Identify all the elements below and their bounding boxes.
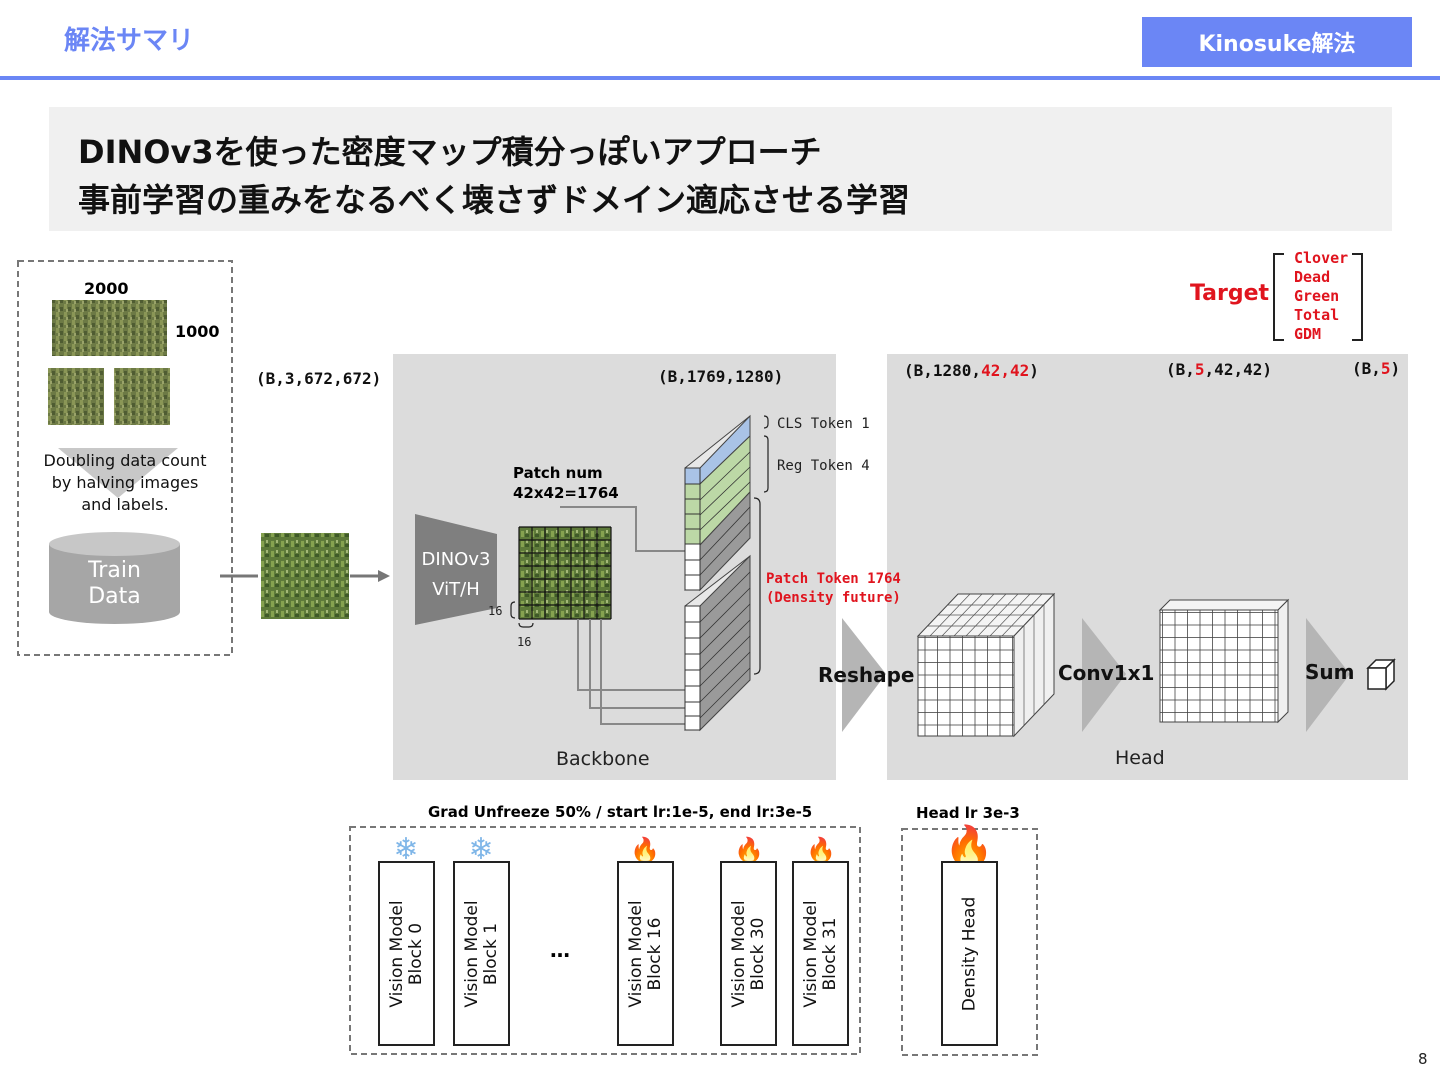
snowflake-icon: ❄ <box>393 832 419 867</box>
head-panel-label: Head <box>1115 747 1165 769</box>
reshape-label: Reshape <box>818 663 915 687</box>
dinov3-encoder <box>415 514 497 625</box>
target-item: Clover <box>1294 249 1349 267</box>
feature-cube <box>917 635 1015 737</box>
patch-size-vertical: 16 <box>488 604 503 618</box>
patch-num-label: Patch num 42x42=1764 <box>513 464 619 502</box>
snowflake-icon: ❄ <box>468 832 494 867</box>
target-list: Clover Dead Green Total GDM <box>1294 249 1348 344</box>
summary-line-1: DINOv3を使った密度マップ積分っぽいアプローチ <box>78 133 822 171</box>
sum-output-cube <box>1367 667 1387 690</box>
target-item: Total <box>1294 306 1340 324</box>
target-item: Dead <box>1294 268 1331 286</box>
patch-grid <box>519 527 611 619</box>
patch-token-label: Patch Token 1764 (Density future) <box>766 571 901 606</box>
split-arrow <box>58 448 178 498</box>
full-image <box>52 300 167 356</box>
header-divider <box>0 76 1440 80</box>
backbone-panel-label: Backbone <box>556 748 650 770</box>
target-label: Target <box>1190 281 1270 306</box>
target-item: GDM <box>1294 325 1322 343</box>
image-width-label: 2000 <box>84 279 129 298</box>
fire-icon: 🔥 <box>734 836 764 864</box>
density-map-cube <box>1159 609 1279 723</box>
reg-token-label: Reg Token 4 <box>777 458 870 474</box>
input-crop <box>261 533 349 619</box>
summary-line-2: 事前学習の重みをなるべく壊さずドメイン適応させる学習 <box>78 181 911 219</box>
image-height-label: 1000 <box>175 322 220 341</box>
sum-output-shape: (B,5) <box>1352 359 1401 378</box>
half-image-right <box>114 368 170 425</box>
dinov3-label: DINOv3 ViT/H <box>421 549 491 600</box>
fire-icon: 🔥 <box>806 836 836 864</box>
augmentation-caption: Doubling data count by halving images an… <box>43 451 207 514</box>
density-head-block: Density Head <box>941 861 998 1046</box>
summary-box <box>49 107 1392 231</box>
input-shape: (B,3,672,672) <box>256 369 382 388</box>
cls-token-label: CLS Token 1 <box>777 416 870 432</box>
half-image-left <box>48 368 104 425</box>
conv-arrow <box>1082 618 1126 732</box>
sum-label: Sum <box>1305 660 1355 684</box>
reshaped-shape: (B,1280,42,42) <box>904 361 1039 380</box>
ellipsis: … <box>550 938 570 962</box>
target-item: Green <box>1294 287 1340 305</box>
train-data-label: Train Data <box>88 558 141 609</box>
conv-label: Conv1x1 <box>1058 661 1155 685</box>
backbone-training-box <box>349 826 861 1055</box>
page-number: 8 <box>1418 1050 1428 1068</box>
fire-icon: 🔥 <box>630 836 660 864</box>
solution-badge: Kinosuke解法 <box>1142 17 1412 67</box>
sum-arrow <box>1306 618 1350 732</box>
backbone-output-shape: (B,1769,1280) <box>658 367 784 386</box>
patch-size-horizontal: 16 <box>517 635 532 649</box>
section-title: 解法サマリ <box>64 26 195 56</box>
unfreeze-title: Grad Unfreeze 50% / start lr:1e-5, end l… <box>428 803 813 821</box>
head-lr-title: Head lr 3e-3 <box>916 804 1020 822</box>
conv-output-shape: (B,5,42,42) <box>1166 360 1272 379</box>
data-prep-box <box>17 260 233 656</box>
reshape-arrow <box>842 618 886 732</box>
